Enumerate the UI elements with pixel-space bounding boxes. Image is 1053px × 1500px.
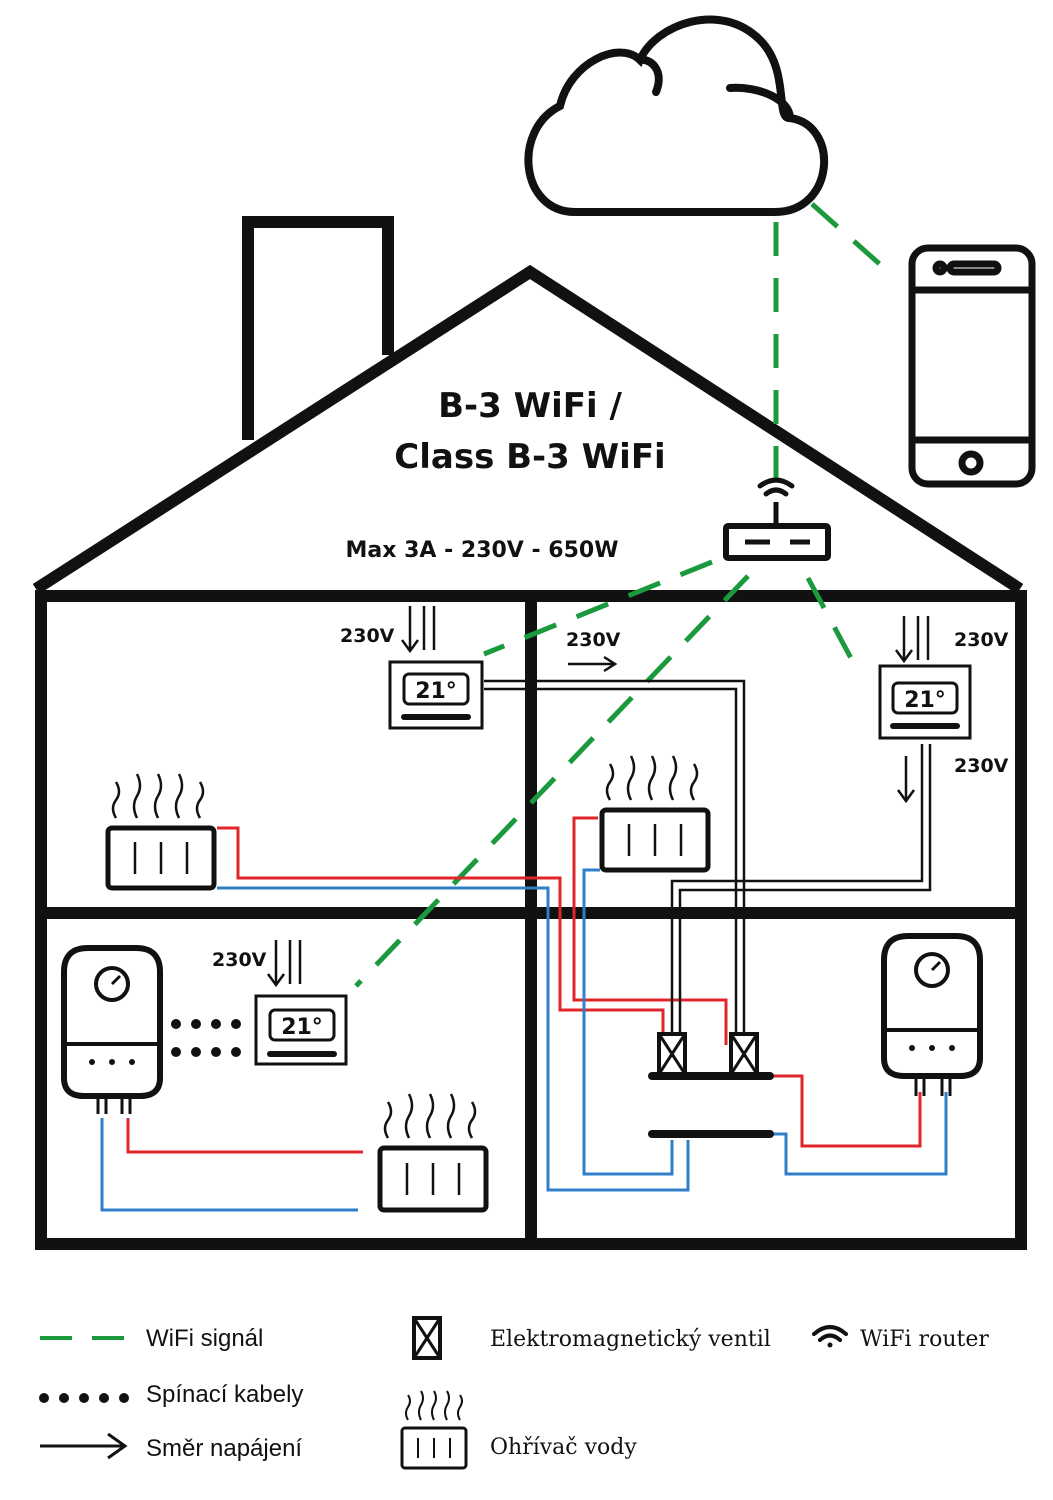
wifi-router-icon	[723, 477, 831, 561]
electrical-spec: Max 3A - 230V - 650W	[346, 538, 619, 563]
wifi-signal-lines	[354, 202, 894, 988]
legend-water-heater: Ohřívač vody	[490, 1435, 637, 1460]
cold-water-pipes	[100, 868, 948, 1212]
thermostat-temp: 21°	[281, 1015, 323, 1040]
legend-wifi-router: WiFi router	[860, 1327, 989, 1352]
thermostat-lower-left: 21°	[254, 994, 348, 1066]
heater-icon	[400, 1390, 468, 1470]
wifi-icon	[812, 1325, 848, 1348]
thermostat-temp: 21°	[415, 679, 457, 704]
legend-dots	[39, 1393, 129, 1403]
hot-water-pipes	[126, 816, 922, 1154]
arrow-right-icon	[40, 1432, 128, 1460]
power-arrow-icon	[400, 606, 436, 654]
cloud-icon	[524, 15, 829, 216]
radiator-icon	[105, 773, 217, 891]
power-arrow-icon	[894, 616, 930, 664]
radiator-icon	[377, 1093, 489, 1213]
legend-wifi-signal: WiFi signál	[146, 1325, 263, 1352]
thermostat-upper-right: 21°	[878, 664, 972, 740]
legend-power-direction: Směr napájení	[146, 1435, 302, 1462]
power-arrow-icon	[896, 756, 916, 804]
boiler-icon	[61, 945, 163, 1114]
voltage-label: 230V	[340, 625, 395, 647]
boiler-icon	[881, 933, 983, 1096]
solenoid-valve-icon	[657, 1032, 687, 1076]
smartphone-icon	[908, 244, 1036, 488]
solenoid-valve-icon	[729, 1032, 759, 1076]
voltage-label: 230V	[566, 629, 621, 651]
thermostat-upper-left: 21°	[388, 660, 484, 730]
power-arrow-icon	[266, 940, 302, 988]
house-outline	[32, 216, 1027, 1250]
model-title-line1: B-3 WiFi /	[438, 386, 622, 426]
model-title-line2: Class B-3 WiFi	[394, 437, 665, 477]
radiator-icon	[599, 755, 711, 873]
legend-switching-cables: Spínací kabely	[146, 1381, 303, 1408]
valve-icon	[412, 1316, 442, 1360]
legend-solenoid-valve: Elektromagnetický ventil	[490, 1327, 771, 1352]
voltage-label: 230V	[212, 949, 267, 971]
voltage-label: 230V	[954, 755, 1009, 777]
thermostat-temp: 21°	[904, 688, 946, 713]
voltage-label: 230V	[954, 629, 1009, 651]
power-arrow-icon	[568, 655, 618, 673]
thermostat-wires	[484, 679, 932, 1034]
switching-cables	[171, 1019, 241, 1057]
legend: WiFi signál Spínací kabely Směr napájení…	[39, 1316, 989, 1470]
